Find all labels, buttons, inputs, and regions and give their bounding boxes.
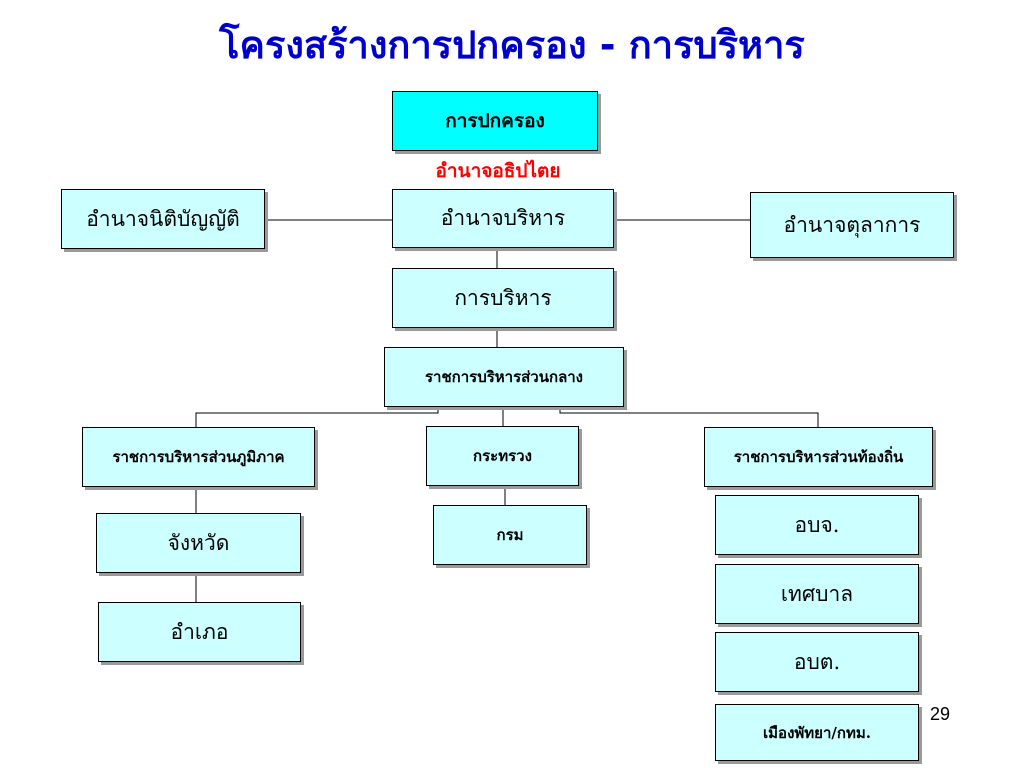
node-executive: อำนาจบริหาร bbox=[392, 189, 614, 248]
node-administration: การบริหาร bbox=[392, 268, 614, 328]
node-regional: ราชการบริหารส่วนภูมิภาค bbox=[82, 427, 315, 487]
node-department-label: กรม bbox=[496, 526, 524, 544]
node-legislative: อำนาจนิติบัญญัติ bbox=[61, 189, 265, 249]
node-tao: อบต. bbox=[715, 632, 919, 692]
node-pao: อบจ. bbox=[715, 495, 919, 555]
node-ministry-label: กระทรวง bbox=[473, 447, 532, 465]
node-governance: การปกครอง bbox=[392, 91, 598, 151]
sovereignty-label: อำนาจอธิปไตย bbox=[435, 160, 561, 182]
node-executive-label: อำนาจบริหาร bbox=[440, 206, 566, 230]
node-municipality-label: เทศบาล bbox=[780, 581, 854, 606]
node-pao-label: อบจ. bbox=[794, 512, 840, 537]
node-province: จังหวัด bbox=[96, 513, 301, 573]
node-special: เมืองพัทยา/กทม. bbox=[715, 704, 919, 761]
node-judicial-label: อำนาจตุลาการ bbox=[783, 212, 921, 237]
node-special-label: เมืองพัทยา/กทม. bbox=[763, 723, 871, 742]
connector-central-regional bbox=[195, 407, 439, 427]
node-legislative-label: อำนาจนิติบัญญัติ bbox=[86, 206, 240, 231]
slide-title: โครงสร้างการปกครอง - การบริหาร bbox=[219, 23, 805, 67]
node-administration-label: การบริหาร bbox=[454, 285, 552, 310]
page-number: 29 bbox=[930, 704, 951, 724]
node-judicial: อำนาจตุลาการ bbox=[750, 192, 954, 258]
node-municipality: เทศบาล bbox=[715, 564, 919, 624]
node-province-label: จังหวัด bbox=[167, 530, 230, 555]
node-governance-label: การปกครอง bbox=[445, 110, 545, 132]
node-district-label: อำเภอ bbox=[170, 619, 229, 644]
node-tao-label: อบต. bbox=[793, 649, 841, 674]
node-central: ราชการบริหารส่วนกลาง bbox=[384, 347, 624, 407]
connector-central-local bbox=[559, 407, 819, 427]
node-department: กรม bbox=[433, 505, 587, 565]
node-ministry: กระทรวง bbox=[426, 426, 579, 486]
node-central-label: ราชการบริหารส่วนกลาง bbox=[424, 368, 584, 386]
node-regional-label: ราชการบริหารส่วนภูมิภาค bbox=[112, 448, 285, 466]
node-local: ราชการบริหารส่วนท้องถิ่น bbox=[704, 427, 933, 487]
node-district: อำเภอ bbox=[98, 602, 301, 662]
node-local-label: ราชการบริหารส่วนท้องถิ่น bbox=[733, 448, 904, 466]
